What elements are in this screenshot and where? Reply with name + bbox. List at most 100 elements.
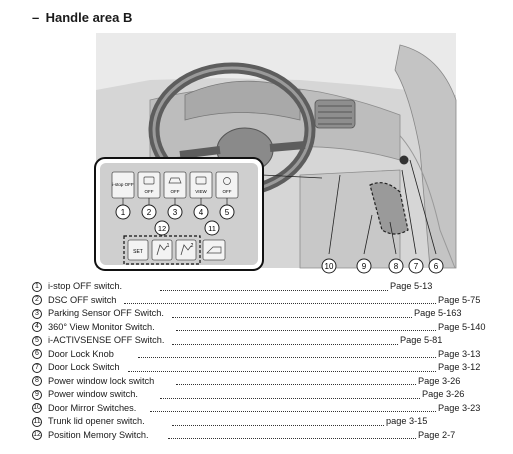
memory-1-button: 1 <box>151 239 173 261</box>
memory-2-label: 2 <box>191 243 194 249</box>
item-label: 360° View Monitor Switch. <box>48 320 157 334</box>
list-item: 7 Door Lock Switch Page 3-12 <box>32 361 481 375</box>
inset-callout-2: 2 <box>141 198 157 220</box>
inset-callout-3-text: 3 <box>173 208 178 217</box>
memory-set-label: SET <box>133 249 143 255</box>
inset-callout-3: 3 <box>167 198 183 220</box>
memory-1-label: 1 <box>167 243 170 249</box>
item-number-circle: 10 <box>32 403 42 413</box>
item-page-ref: Page 5-13 <box>388 280 433 294</box>
list-item: 2 DSC OFF switch Page 5-75 <box>32 293 481 307</box>
leader-10 <box>328 174 341 255</box>
leader-9 <box>363 214 373 255</box>
item-number-circle: 9 <box>32 389 42 400</box>
item-number-circle: 11 <box>32 416 42 427</box>
inset-switch-2: OFF <box>137 171 161 199</box>
item-number-circle: 12 <box>32 430 42 440</box>
item-label: i-stop OFF switch. <box>48 280 125 294</box>
dot-leader <box>176 330 436 331</box>
dot-leader <box>176 384 416 385</box>
item-label: i-ACTIVSENSE OFF Switch. <box>48 334 167 348</box>
item-label: Parking Sensor OFF Switch. <box>48 307 166 321</box>
trunk-opener-switch <box>202 239 226 261</box>
door-switch-panel <box>369 182 409 235</box>
item-number-circle: 2 <box>32 295 42 305</box>
dot-leader <box>172 424 384 426</box>
item-label: Position Memory Switch. <box>48 428 151 442</box>
callout-8: 8 <box>388 258 404 274</box>
inset-switch-1: i-stop OFF <box>111 171 135 199</box>
list-item: 9 Power window switch. Page 3-26 <box>32 388 480 402</box>
instrument-hood <box>184 80 301 121</box>
item-page-ref: Page 3-12 <box>436 361 481 375</box>
item-number-circle: 7 <box>32 362 42 373</box>
item-label: DSC OFF switch <box>48 293 119 307</box>
trunk-icon <box>206 246 222 254</box>
memory-2-button: 2 <box>175 239 197 261</box>
dot-leader <box>150 411 436 412</box>
dot-leader <box>160 397 420 399</box>
item-label: Door Lock Knob <box>48 347 116 361</box>
inset-switch-3: OFF <box>163 171 187 199</box>
inset-callout-12-text: 12 <box>158 224 166 233</box>
dot-leader <box>128 370 436 372</box>
item-label: Door Lock Switch <box>48 361 122 375</box>
leader-7 <box>401 169 417 255</box>
inset-callout-1: 1 <box>115 198 131 220</box>
inset-callout-11-text: 11 <box>208 224 216 233</box>
item-page-ref: Page 3-13 <box>436 347 481 361</box>
inset-callout-5-text: 5 <box>225 208 230 217</box>
item-number-circle: 1 <box>32 281 42 292</box>
leader-8 <box>389 221 397 255</box>
dot-leader <box>172 343 398 345</box>
item-number-circle: 3 <box>32 308 42 319</box>
item-page-ref: Page 5-140 <box>436 320 486 334</box>
view-camera-icon <box>195 176 207 185</box>
dot-leader <box>138 357 436 358</box>
callout-10-text: 10 <box>325 262 334 271</box>
switch-3-label: OFF <box>171 189 180 194</box>
item-label: Door Mirror Switches. <box>48 401 139 415</box>
windshield-area <box>96 33 456 95</box>
item-page-ref: Page 5-75 <box>436 293 481 307</box>
switch-1-label: i-stop OFF <box>112 182 134 187</box>
inset-callout-2-text: 2 <box>147 208 152 217</box>
item-label: Power window switch. <box>48 388 140 402</box>
item-page-ref: Page 3-26 <box>420 388 465 402</box>
item-page-ref: page 3-15 <box>384 415 428 429</box>
dot-leader <box>168 438 416 439</box>
door-lock-knob <box>399 155 409 165</box>
list-item: 1 i-stop OFF switch. Page 5-13 <box>32 280 480 294</box>
heading-dash: – <box>32 10 40 25</box>
memory-set-button: SET <box>127 239 149 261</box>
air-vent-slats <box>318 105 352 125</box>
list-item: 4 360° View Monitor Switch. Page 5-140 <box>32 320 486 334</box>
inset-callout-5: 5 <box>219 198 235 220</box>
air-vent <box>314 99 356 129</box>
callout-7: 7 <box>408 258 424 274</box>
heading-text: Handle area B <box>45 10 133 25</box>
item-page-ref: Page 3-26 <box>416 374 461 388</box>
callout-8-text: 8 <box>394 262 399 271</box>
item-label: Power window lock switch <box>48 374 157 388</box>
switch-2-label: OFF <box>145 189 154 194</box>
callout-9-text: 9 <box>362 262 367 271</box>
item-number-circle: 5 <box>32 335 42 346</box>
inset-callout-4-text: 4 <box>199 208 204 217</box>
steering-wheel-spokes <box>179 141 306 159</box>
list-item: 12 Position Memory Switch. Page 2-7 <box>32 428 480 442</box>
parking-sensor-icon <box>168 177 182 184</box>
item-page-ref: Page 5-81 <box>398 334 443 348</box>
section-heading: – Handle area B <box>32 10 132 25</box>
inset-connector <box>261 174 323 179</box>
dsc-car-icon <box>143 176 155 185</box>
callout-7-text: 7 <box>414 262 419 271</box>
item-number-circle: 4 <box>32 322 42 332</box>
memory-switch-group <box>123 235 201 265</box>
switch-4-label: VIEW <box>195 189 207 194</box>
item-page-ref: Page 2-7 <box>416 428 456 442</box>
